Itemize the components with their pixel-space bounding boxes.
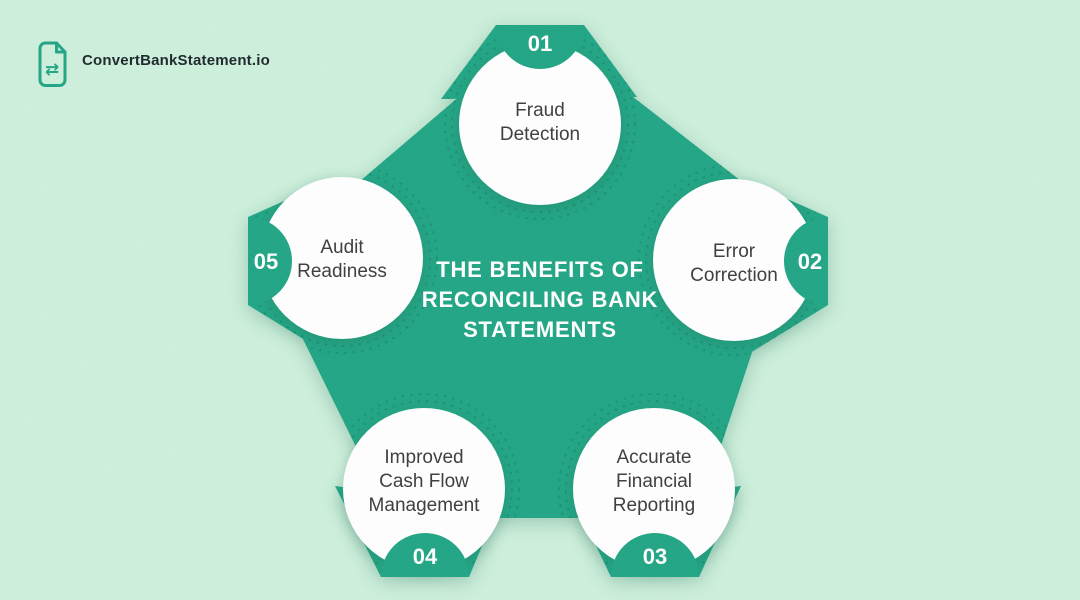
background-texture xyxy=(0,0,1080,600)
infographic-canvas: 01 02 03 04 05 THE BENEFITS OF RECONCILI… xyxy=(0,0,1080,600)
benefits-pentagon-diagram: 01 02 03 04 05 THE BENEFITS OF RECONCILI… xyxy=(0,0,1080,600)
